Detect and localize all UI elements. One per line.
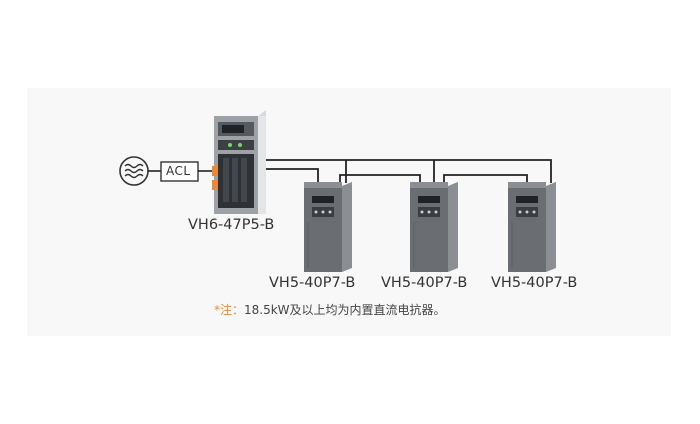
slave-drive-3 — [508, 182, 556, 272]
slave-drive-1 — [304, 182, 352, 272]
footnote-prefix: *注： — [214, 303, 245, 317]
slave-label-2: VH5-40P7-B — [381, 275, 468, 291]
slave-label-1: VH5-40P7-B — [269, 275, 356, 291]
acl-label: ACL — [166, 164, 191, 178]
slave-drive-2 — [410, 182, 458, 272]
master-label: VH6-47P5-B — [188, 217, 275, 233]
slave-label-3: VH5-40P7-B — [491, 275, 578, 291]
footnote-text: 18.5kW及以上均为内置直流电抗器。 — [244, 303, 446, 317]
ac-source-icon — [119, 156, 149, 186]
footnote: *注：18.5kW及以上均为内置直流电抗器。 — [214, 301, 446, 318]
master-drive — [212, 110, 266, 214]
dc-bus — [264, 159, 552, 183]
